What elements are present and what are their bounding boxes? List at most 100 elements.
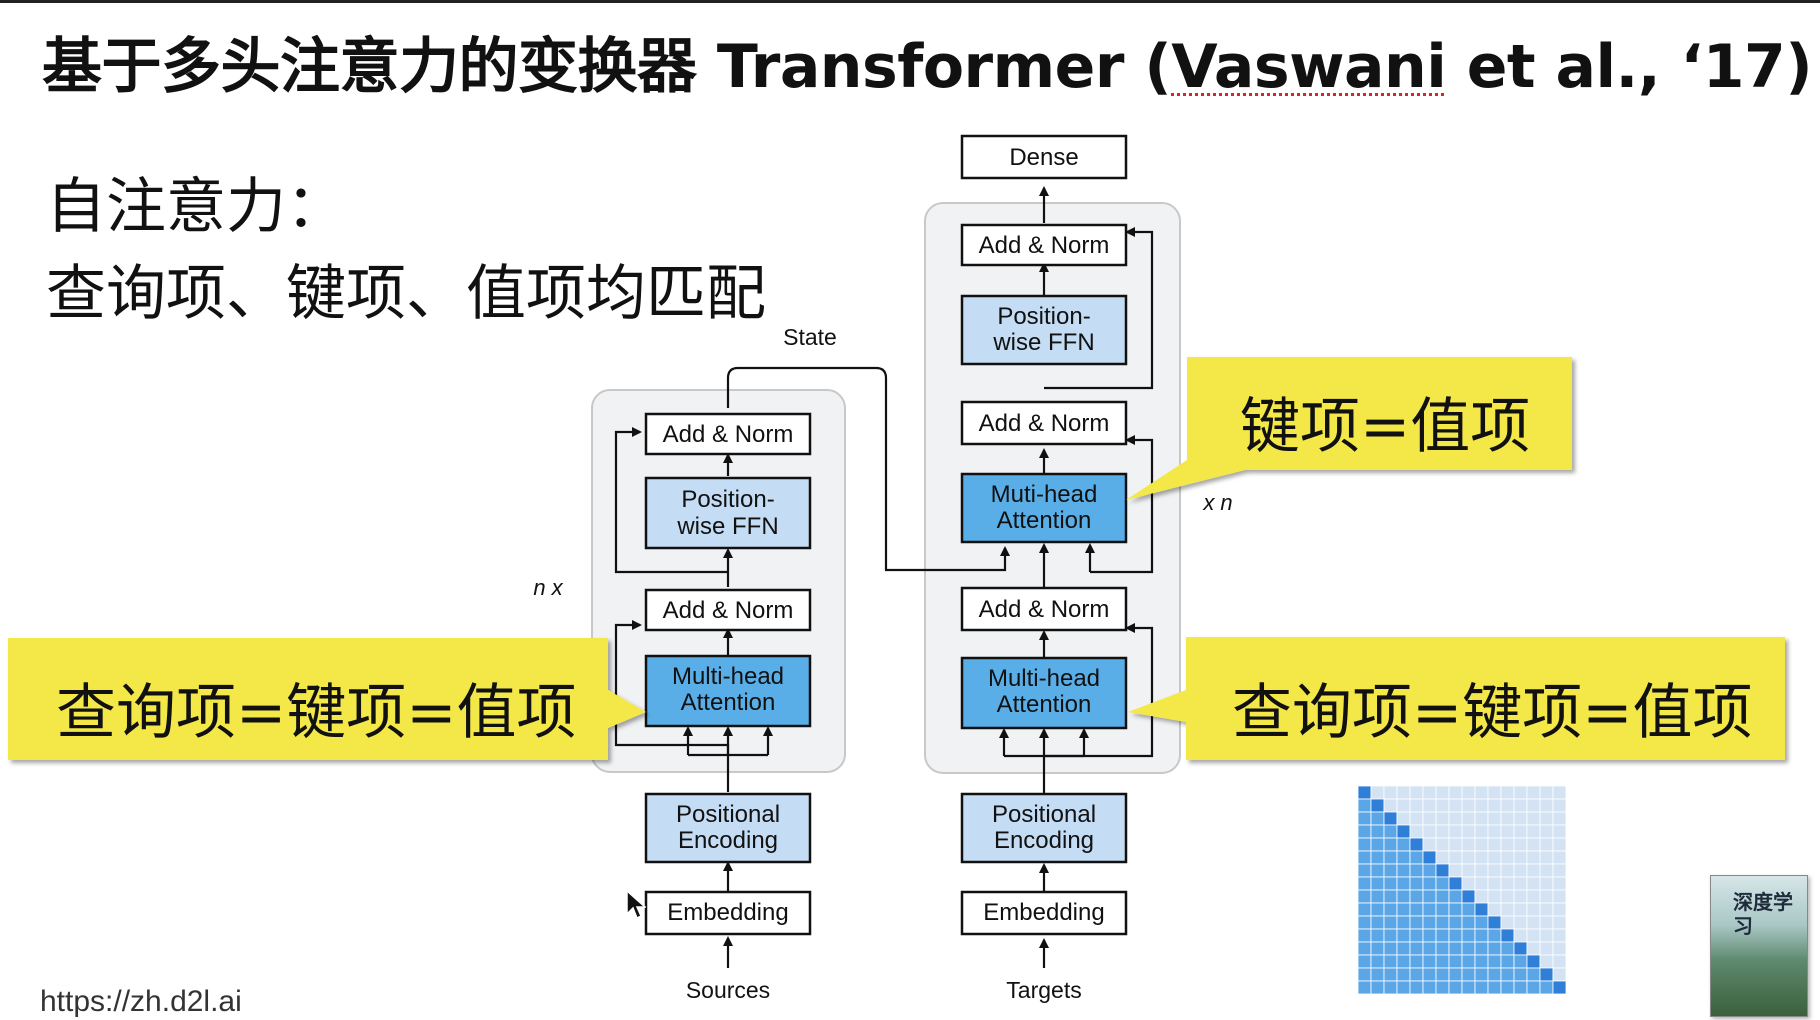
mask-cell <box>1513 967 1528 982</box>
mask-cell <box>1500 798 1515 813</box>
mask-cell <box>1422 915 1437 930</box>
decoder-self-attention-label-1: Multi-head <box>988 665 1100 692</box>
mask-cell <box>1435 889 1450 904</box>
mask-cell <box>1552 902 1567 917</box>
mask-cell <box>1448 863 1463 878</box>
mask-cell <box>1422 785 1437 800</box>
mask-cell <box>1539 863 1554 878</box>
mask-cell <box>1526 941 1541 956</box>
mask-cell <box>1552 876 1567 891</box>
mask-cell <box>1487 915 1502 930</box>
mask-cell <box>1448 915 1463 930</box>
mask-cell <box>1500 837 1515 852</box>
mask-cell <box>1370 811 1385 826</box>
mask-cell <box>1370 850 1385 865</box>
mask-cell <box>1357 863 1372 878</box>
mask-cell <box>1526 954 1541 969</box>
mask-cell <box>1422 811 1437 826</box>
mask-cell <box>1435 798 1450 813</box>
mask-cell <box>1552 824 1567 839</box>
mask-cell <box>1461 928 1476 943</box>
mask-cell <box>1500 863 1515 878</box>
mask-cell <box>1526 980 1541 995</box>
mask-cell <box>1487 928 1502 943</box>
decoder-ffn-label-2: wise FFN <box>992 329 1094 356</box>
mask-cell <box>1474 785 1489 800</box>
mask-cell <box>1513 902 1528 917</box>
mask-cell <box>1552 785 1567 800</box>
mask-cell <box>1500 928 1515 943</box>
mask-cell <box>1435 785 1450 800</box>
mask-cell <box>1409 798 1424 813</box>
mask-cell <box>1461 824 1476 839</box>
mask-cell <box>1422 980 1437 995</box>
mask-cell <box>1474 889 1489 904</box>
mask-cell <box>1357 954 1372 969</box>
encoder-callout-text: 查询项=键项=值项 <box>56 678 577 748</box>
mask-cell <box>1552 850 1567 865</box>
decoder-dense-label: Dense <box>1009 144 1078 171</box>
mask-cell <box>1513 863 1528 878</box>
mask-cell <box>1448 928 1463 943</box>
mask-cell <box>1396 863 1411 878</box>
decoder-self-attention-callout <box>1128 637 1785 760</box>
mask-cell <box>1370 798 1385 813</box>
mask-cell <box>1383 811 1398 826</box>
mask-cell <box>1513 941 1528 956</box>
mask-cell <box>1500 876 1515 891</box>
mask-cell <box>1461 785 1476 800</box>
mask-cell <box>1396 785 1411 800</box>
mask-cell <box>1552 967 1567 982</box>
mask-cell <box>1539 785 1554 800</box>
mask-cell <box>1409 889 1424 904</box>
mask-cell <box>1513 811 1528 826</box>
state-label: State <box>783 324 837 350</box>
decoder-self-callout-text: 查询项=键项=值项 <box>1232 678 1753 748</box>
encoder-embedding-label: Embedding <box>667 899 788 926</box>
mask-cell <box>1357 811 1372 826</box>
mask-cell <box>1370 902 1385 917</box>
mask-cell <box>1474 967 1489 982</box>
mask-cell <box>1383 928 1398 943</box>
mask-cell <box>1526 811 1541 826</box>
mask-cell <box>1396 811 1411 826</box>
mask-cell <box>1539 798 1554 813</box>
mask-cell <box>1448 837 1463 852</box>
mask-cell <box>1435 863 1450 878</box>
mask-cell <box>1409 811 1424 826</box>
decoder-add-norm-bottom-box <box>960 586 1128 632</box>
decoder-self-attention-label-2: Attention <box>997 691 1092 718</box>
mask-cell <box>1396 954 1411 969</box>
mask-cell <box>1370 941 1385 956</box>
decoder-dense-box <box>960 134 1128 180</box>
mask-cell <box>1461 902 1476 917</box>
mask-cell <box>1487 811 1502 826</box>
mask-cell <box>1370 785 1385 800</box>
encoder-add-norm-top-label: Add & Norm <box>663 421 794 448</box>
book-title: 深度学习 <box>1733 890 1793 938</box>
mask-cell <box>1552 954 1567 969</box>
mask-cell <box>1526 863 1541 878</box>
mask-cell <box>1422 863 1437 878</box>
encoder-add-norm-bottom-label: Add & Norm <box>663 597 794 624</box>
mask-cell <box>1500 954 1515 969</box>
mask-cell <box>1552 863 1567 878</box>
mask-cell <box>1409 915 1424 930</box>
mask-cell <box>1513 785 1528 800</box>
spellcheck-word: Vaswani <box>1171 32 1447 102</box>
mask-cell <box>1422 889 1437 904</box>
mask-cell <box>1396 941 1411 956</box>
mask-cell <box>1370 954 1385 969</box>
mask-cell <box>1383 980 1398 995</box>
mask-cell <box>1383 889 1398 904</box>
mask-cell <box>1396 824 1411 839</box>
mask-cell <box>1448 876 1463 891</box>
mask-cell <box>1474 850 1489 865</box>
mask-cell <box>1461 889 1476 904</box>
mask-cell <box>1383 785 1398 800</box>
mask-cell <box>1357 798 1372 813</box>
mask-cell <box>1539 980 1554 995</box>
mouse-cursor-icon <box>626 889 647 924</box>
mask-cell <box>1539 811 1554 826</box>
mask-cell <box>1448 941 1463 956</box>
